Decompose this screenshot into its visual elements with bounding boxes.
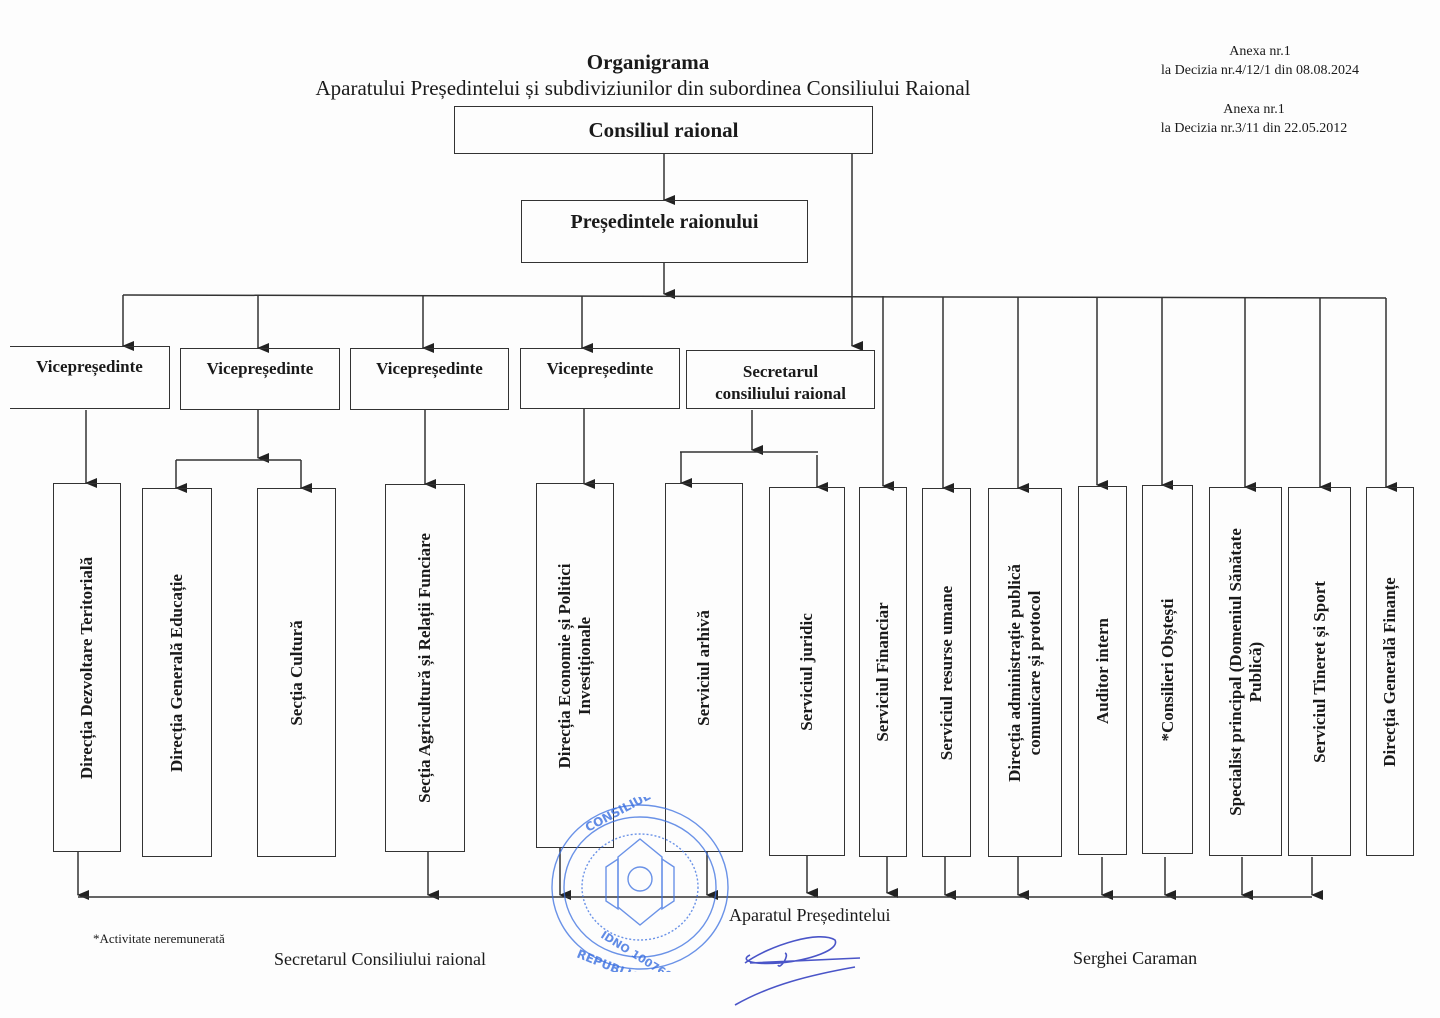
node-presedintele-label: Președintele raionului [570,211,759,233]
signatory-name: Serghei Caraman [1073,948,1198,968]
unit-label: Direcția Economie și Politici [555,562,574,769]
unit-label: *Consilieri Obștești [1157,597,1177,742]
unit-label: Direcția administrație publică [1005,563,1024,782]
unit-tineret-sport: Serviciul Tineret și Sport [1288,487,1351,856]
unit-label: Secția Cultură [286,619,306,726]
unit-dezvoltare-teritoriala: Direcția Dezvoltare Teritorială [53,483,121,852]
node-vicepresedinte-1: Vicepreședinte [10,346,170,409]
node-vicepresedinte-1-label: Vicepreședinte [36,357,143,376]
node-vicepresedinte-2: Vicepreședinte [180,348,340,410]
node-secretarul-label-2: consiliului raional [715,384,846,403]
unit-sectia-cultura: Secția Cultură [257,488,336,857]
unit-label: Direcția Generală Educație [167,573,186,772]
unit-generala-educatie: Direcția Generală Educație [142,488,212,857]
unit-resurse-umane: Serviciul resurse umane [922,488,971,857]
unit-label: Serviciul juridic [797,612,816,731]
top-bus [122,294,1387,299]
annex-current-decision: la Decizia nr.4/12/1 din 08.08.2024 [1161,63,1359,78]
unit-auditor-intern: Auditor intern [1078,486,1127,855]
unit-arhiva: Serviciul arhivă [665,483,743,852]
unit-juridic: Serviciul juridic [769,487,845,856]
unit-consilieri-obstesti: *Consilieri Obștești [1142,485,1193,854]
annex-current: Anexa nr.1 la Decizia nr.4/12/1 din 08.0… [1110,42,1410,80]
unit-label: Direcția Generală Finanțe [1380,576,1399,767]
annex-original-number: Anexa nr.1 [1223,102,1285,117]
annex-original-decision: la Decizia nr.3/11 din 22.05.2012 [1160,121,1348,136]
official-stamp-icon: CONSILIUL RAIONAL ORHEI IDNO 10076010055… [551,797,738,972]
node-vicepresedinte-4-label: Vicepreședinte [546,359,654,378]
node-secretarul: Secretarul consiliului raional [686,350,875,409]
node-secretarul-label-1: Secretarul [742,362,819,381]
unit-generala-finante: Direcția Generală Finanțe [1366,487,1414,856]
unit-label: Serviciul Financiar [873,602,892,742]
chart-title: Organigrama [586,50,710,74]
node-consiliul-raional-label: Consiliul raional [588,118,739,142]
unit-label: Direcția Dezvoltare Teritorială [77,556,96,779]
unit-label: Serviciul resurse umane [936,585,956,760]
node-vicepresedinte-2-label: Vicepreședinte [206,359,314,378]
unit-label: Serviciul Tineret și Sport [1309,580,1329,763]
group-label: Aparatul Președintelui [729,905,891,925]
node-vicepresedinte-3-label: Vicepreședinte [376,359,483,378]
unit-agricultura: Secția Agricultură și Relații Funciare [385,484,465,852]
node-vicepresedinte-4: Vicepreședinte [520,348,680,409]
chart-subtitle: Aparatului Președintelui și subdiviziuni… [315,76,971,100]
node-vicepresedinte-3: Vicepreședinte [350,348,509,410]
signature-icon [734,936,861,1006]
unit-label-2: Investiționale [575,616,594,715]
unit-financiar: Serviciul Financiar [859,487,907,857]
node-presedintele: Președintele raionului [521,200,808,263]
unit-label-2: comunicare și protocol [1025,590,1044,755]
annex-current-number: Anexa nr.1 [1229,44,1291,59]
unit-label: Auditor intern [1092,617,1112,724]
footnote: *Activitate neremunerată [93,931,225,946]
unit-label: Serviciul arhivă [694,609,713,726]
unit-label-2: Publică) [1245,641,1265,702]
stamp-top-text: CONSILIUL RAIONAL ORHEI [583,797,738,835]
unit-label: Secția Agricultură și Relații Funciare [415,533,434,803]
node-consiliul-raional: Consiliul raional [454,106,873,154]
unit-label: Specialist principal (Domeniul Sănătate [1225,527,1245,816]
signatory-title: Secretarul Consiliului raional [274,949,486,969]
annex-original: Anexa nr.1 la Decizia nr.3/11 din 22.05.… [1104,100,1404,138]
